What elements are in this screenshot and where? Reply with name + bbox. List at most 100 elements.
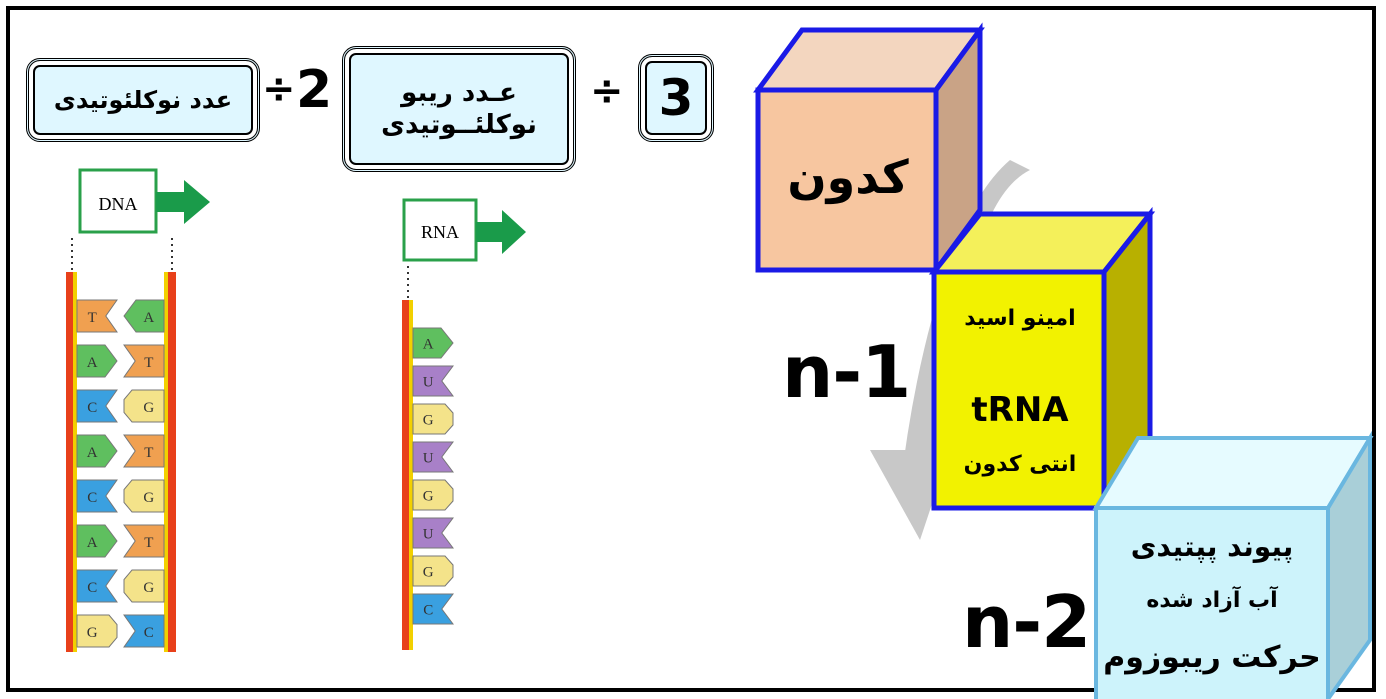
dna-left-backbone	[66, 272, 76, 652]
dna-right-base: G	[123, 479, 165, 513]
background-arrow-head	[870, 450, 950, 540]
dna-right-base-shape	[123, 479, 165, 513]
divide-symbol-2: ÷	[590, 68, 624, 114]
rna-base: G	[412, 479, 454, 511]
dna-right-base-letter: G	[143, 490, 154, 506]
rna-base-letter: G	[423, 412, 434, 428]
ribosome-movement-label: حرکت ریبوزوم	[1103, 640, 1321, 675]
cube-diagram	[753, 22, 1374, 699]
dna-right-base-letter: T	[144, 445, 153, 461]
dna-left-base-shape	[76, 299, 118, 333]
peptide-cube-top	[1092, 436, 1374, 510]
rna-base-letter: U	[423, 526, 434, 542]
dna-left-base: C	[76, 479, 118, 513]
dna-left-base: T	[76, 299, 118, 333]
dna-left-base-shape	[76, 389, 118, 423]
rna-base-shape	[412, 327, 454, 359]
rna-count-line-2: نوکلئــوتیدی	[381, 110, 537, 140]
dna-left-base-shape	[76, 344, 118, 378]
dna-label-box	[78, 168, 158, 234]
dna-right-base-letter: A	[143, 310, 154, 326]
rna-base: U	[412, 517, 454, 549]
dna-right-base-shape	[123, 299, 165, 333]
dna-right-backbone-edge	[164, 272, 168, 652]
rna-base-shape	[412, 479, 454, 511]
rna-base-letter: U	[423, 450, 434, 466]
dna-right-base-shape	[123, 614, 165, 648]
dna-left-backbone-edge	[73, 272, 77, 652]
dna-left-base-letter: A	[87, 535, 98, 551]
codon-cube-front	[755, 87, 939, 273]
dna-left-base-letter: C	[87, 580, 97, 596]
rna-base-shape	[412, 403, 454, 435]
dna-left-base: A	[76, 524, 118, 558]
rna-base-shape	[412, 593, 454, 625]
rna-base: G	[412, 403, 454, 435]
dna-right-base-letter: T	[144, 535, 153, 551]
dna-nucleotide-count-label: عدد نوکلئوتیدی	[26, 58, 260, 142]
rna-base-shape	[412, 365, 454, 397]
dna-right-base: A	[123, 299, 165, 333]
dna-left-base: G	[76, 614, 118, 648]
number-three: 3	[658, 68, 694, 127]
dna-left-base-letter: A	[87, 355, 98, 371]
n-minus-1-label: n-1	[782, 330, 911, 414]
dna-left-base-letter: C	[87, 400, 97, 416]
rna-label-box	[402, 198, 478, 262]
dna-left-base: A	[76, 344, 118, 378]
dna-left-base-shape	[76, 614, 118, 648]
rna-base: C	[412, 593, 454, 625]
dna-right-base-shape	[123, 434, 165, 468]
trna-label: tRNA	[971, 390, 1069, 430]
dna-right-base: T	[123, 344, 165, 378]
dna-left-base-letter: G	[87, 625, 98, 641]
trna-cube-front	[931, 269, 1107, 511]
rna-base-shape	[412, 517, 454, 549]
rna-base: A	[412, 327, 454, 359]
rna-base: G	[412, 555, 454, 587]
dna-right-base-letter: T	[144, 355, 153, 371]
rna-ribonucleotide-count-label: عـدد ریبو نوکلئــوتیدی	[342, 46, 576, 172]
dna-right-base-shape	[123, 344, 165, 378]
dna-right-base-shape	[123, 569, 165, 603]
n-minus-2-label: n-2	[962, 580, 1091, 664]
dna-right-base-shape	[123, 389, 165, 423]
dna-left-base: A	[76, 434, 118, 468]
dna-right-base: C	[123, 614, 165, 648]
water-released-label: آب آزاد شده	[1146, 588, 1278, 613]
dna-left-base: C	[76, 569, 118, 603]
divide-symbol-1: ÷	[262, 66, 296, 112]
rna-backbone-edge	[409, 300, 413, 650]
dna-right-base-shape	[123, 524, 165, 558]
amino-acid-label: امینو اسید	[964, 306, 1076, 331]
peptide-cube-front	[1094, 506, 1330, 699]
codon-label: کدون	[787, 150, 909, 204]
rna-direction-arrow	[476, 210, 526, 254]
dna-right-backbone	[166, 272, 176, 652]
anticodon-label: انتی کدون	[963, 452, 1077, 477]
rna-base-shape	[412, 441, 454, 473]
rna-base-letter: G	[423, 488, 434, 504]
dna-left-base: C	[76, 389, 118, 423]
rna-base-letter: G	[423, 564, 434, 580]
number-three-box: 3	[638, 54, 714, 142]
rna-backbone	[402, 300, 412, 650]
rna-base-shape	[412, 555, 454, 587]
dna-left-base-shape	[76, 434, 118, 468]
rna-base: U	[412, 441, 454, 473]
rna-label: RNA	[421, 222, 459, 242]
dna-right-base: G	[123, 389, 165, 423]
dna-right-base-letter: C	[144, 625, 154, 641]
dna-left-base-letter: C	[87, 490, 97, 506]
rna-base-letter: U	[423, 374, 434, 390]
dna-nucleotide-count-text: عدد نوکلئوتیدی	[53, 86, 233, 114]
dna-right-base: T	[123, 524, 165, 558]
dna-label: DNA	[99, 194, 138, 214]
rna-base-letter: C	[423, 602, 433, 618]
dna-left-base-shape	[76, 479, 118, 513]
dna-left-base-shape	[76, 569, 118, 603]
